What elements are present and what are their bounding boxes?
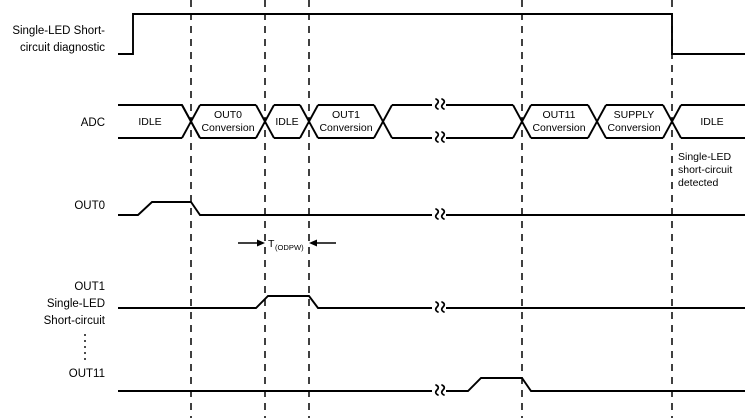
adc-state-label-0-line1: IDLE bbox=[138, 116, 161, 128]
timing-annotation-todpw: T (ODPW) bbox=[238, 238, 336, 252]
todpw-arrow-left-head bbox=[257, 239, 265, 247]
label-out11: OUT11 bbox=[69, 368, 105, 380]
adc-state-label-5-line1: OUT11 bbox=[542, 109, 575, 121]
break-symbol-out11 bbox=[434, 384, 446, 396]
label-out1: OUT1 bbox=[74, 281, 105, 293]
break-symbol-out1 bbox=[434, 301, 446, 313]
adc-bus-x6-b bbox=[587, 104, 607, 139]
adc-bus-x2-b bbox=[255, 104, 275, 139]
adc-state-label-3-line1: OUT1 bbox=[332, 109, 360, 121]
adc-bus bbox=[118, 104, 745, 139]
annotation-detected-line3: detected bbox=[678, 177, 718, 189]
adc-state-label-6-line1: SUPPLY bbox=[614, 109, 655, 121]
adc-bus-x5-b bbox=[512, 104, 532, 139]
adc-state-label-5-line2: Conversion bbox=[532, 122, 585, 134]
label-out1-sub2: Short-circuit bbox=[44, 315, 106, 327]
waveform-out0-left bbox=[118, 201, 432, 216]
todpw-label-base: T bbox=[268, 238, 275, 250]
adc-bus-x1-b bbox=[181, 104, 201, 139]
adc-state-label-1-line1: OUT0 bbox=[214, 109, 242, 121]
annotation-detected-line2: short-circuit bbox=[678, 164, 732, 176]
adc-bus-x7-b bbox=[662, 104, 682, 139]
adc-state-label-2-line1: IDLE bbox=[275, 116, 298, 128]
label-diagnostic-line1: Single-LED Short- bbox=[12, 25, 105, 37]
adc-state-label-1-line2: Conversion bbox=[201, 122, 254, 134]
adc-state-label-6-line2: Conversion bbox=[607, 122, 660, 134]
adc-state-label-7-line1: IDLE bbox=[700, 116, 723, 128]
waveform-out11-right bbox=[446, 377, 745, 392]
annotation-detected-line1: Single-LED bbox=[678, 151, 732, 163]
break-symbol-adc-bottom bbox=[434, 131, 446, 143]
break-symbol-adc-top bbox=[434, 98, 446, 110]
todpw-label-subscript: (ODPW) bbox=[275, 243, 304, 252]
label-out1-sub1: Single-LED bbox=[47, 298, 105, 310]
marker-lines bbox=[190, 0, 673, 418]
break-symbol-out0 bbox=[434, 208, 446, 220]
adc-state-label-3-line2: Conversion bbox=[319, 122, 372, 134]
label-out0: OUT0 bbox=[74, 200, 105, 212]
waveform-out1-left bbox=[118, 295, 432, 309]
adc-bus-x3-b bbox=[299, 104, 319, 139]
waveform-diagnostic bbox=[118, 13, 745, 55]
label-adc: ADC bbox=[81, 117, 105, 129]
label-diagnostic-line2: circuit diagnostic bbox=[20, 42, 105, 54]
todpw-arrow-right-head bbox=[309, 239, 317, 247]
adc-bus-x4-b bbox=[373, 104, 393, 139]
